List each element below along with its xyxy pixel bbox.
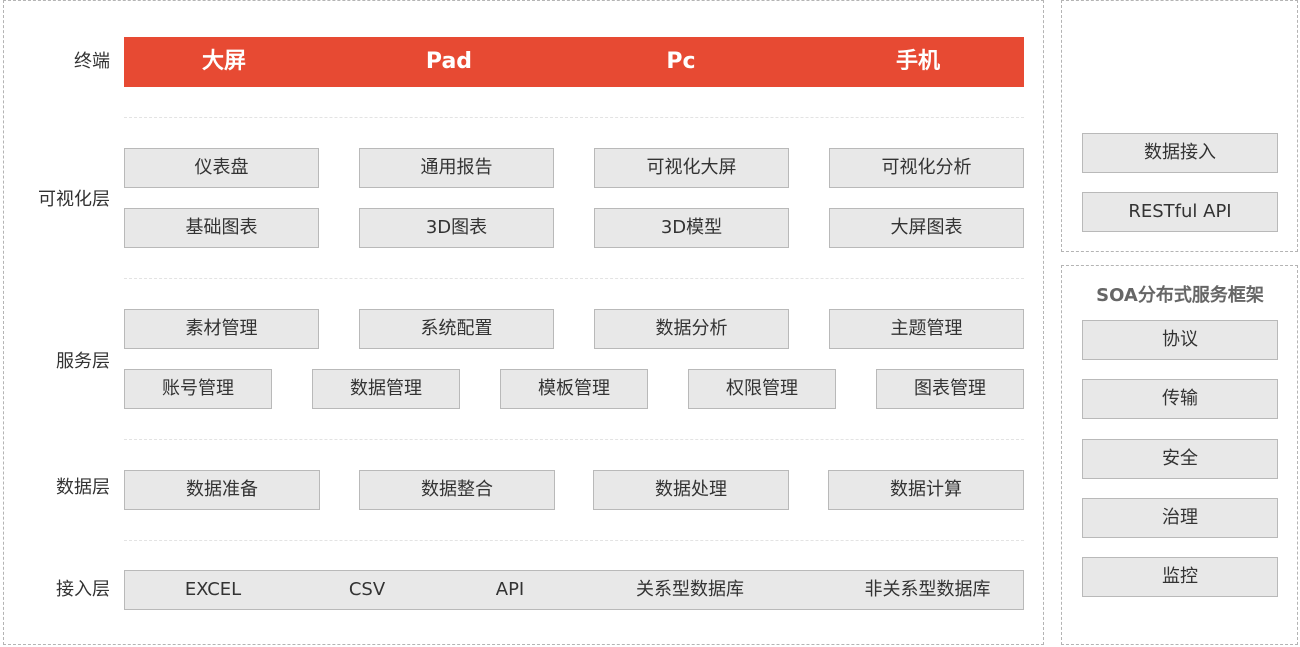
- main-architecture-panel: [3, 0, 1044, 645]
- data-layer-label: 数据层: [56, 477, 110, 498]
- terminal-mobile: 手机: [895, 49, 940, 74]
- access-item-relational-db: 关系型数据库: [636, 579, 744, 600]
- soa-box-security: 安全: [1082, 439, 1278, 479]
- soa-framework-title: SOA分布式服务框架: [1096, 285, 1264, 306]
- soa-box-protocol: 协议: [1082, 320, 1278, 360]
- soa-box-monitoring: 监控: [1082, 557, 1278, 597]
- access-layer-label: 接入层: [56, 579, 110, 600]
- data-box-processing: 数据处理: [593, 470, 789, 510]
- terminal-pc: Pc: [666, 49, 696, 74]
- viz-box-3d-models: 3D模型: [594, 208, 789, 248]
- viz-box-big-screen-charts: 大屏图表: [829, 208, 1024, 248]
- divider: [124, 439, 1024, 440]
- terminal-big-screen: 大屏: [201, 49, 246, 74]
- data-access-box: 数据接入: [1082, 133, 1278, 173]
- service-box-template-management: 模板管理: [500, 369, 648, 409]
- service-box-material-management: 素材管理: [124, 309, 319, 349]
- service-layer-label: 服务层: [56, 351, 110, 372]
- soa-box-governance: 治理: [1082, 498, 1278, 538]
- service-box-system-config: 系统配置: [359, 309, 554, 349]
- data-box-preparation: 数据准备: [124, 470, 320, 510]
- viz-box-dashboard: 仪表盘: [124, 148, 319, 188]
- terminal-bar: 大屏 Pad Pc 手机: [124, 37, 1024, 87]
- service-box-data-management: 数据管理: [312, 369, 460, 409]
- divider: [124, 540, 1024, 541]
- visualization-layer-label: 可视化层: [38, 189, 110, 210]
- access-item-api: API: [495, 579, 525, 600]
- service-box-chart-management: 图表管理: [876, 369, 1024, 409]
- divider: [124, 117, 1024, 118]
- terminal-pad: Pad: [425, 49, 473, 74]
- service-box-data-analysis: 数据分析: [594, 309, 789, 349]
- access-item-excel: EXCEL: [184, 579, 242, 600]
- service-box-account-management: 账号管理: [124, 369, 272, 409]
- terminal-layer-label: 终端: [74, 51, 110, 72]
- soa-box-transport: 传输: [1082, 379, 1278, 419]
- divider: [124, 278, 1024, 279]
- viz-box-visual-analysis: 可视化分析: [829, 148, 1024, 188]
- viz-box-3d-charts: 3D图表: [359, 208, 554, 248]
- restful-api-box: RESTful API: [1082, 192, 1278, 232]
- data-box-integration: 数据整合: [359, 470, 555, 510]
- viz-box-general-report: 通用报告: [359, 148, 554, 188]
- service-box-permission-management: 权限管理: [688, 369, 836, 409]
- data-box-computing: 数据计算: [828, 470, 1024, 510]
- viz-box-visual-big-screen: 可视化大屏: [594, 148, 789, 188]
- data-access-panel: [1061, 0, 1298, 252]
- viz-box-basic-charts: 基础图表: [124, 208, 319, 248]
- access-item-nonrelational-db: 非关系型数据库: [864, 579, 991, 600]
- access-item-csv: CSV: [348, 579, 386, 600]
- access-layer-bar: EXCEL CSV API 关系型数据库 非关系型数据库: [124, 570, 1024, 610]
- soa-framework-panel: [1061, 265, 1298, 645]
- service-box-theme-management: 主题管理: [829, 309, 1024, 349]
